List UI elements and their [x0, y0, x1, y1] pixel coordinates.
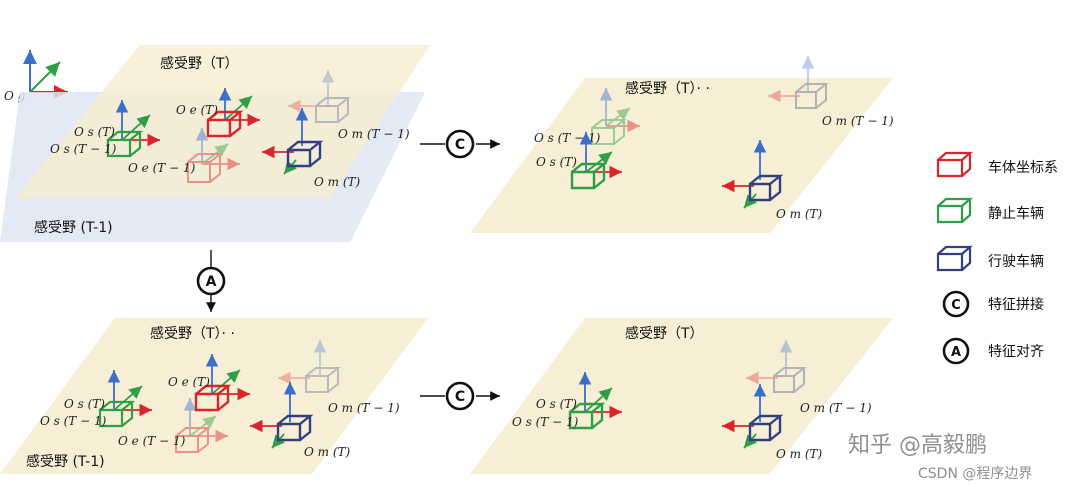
moving-box-t1-aligned	[278, 340, 341, 393]
legend-item-static: 静止车辆	[936, 197, 1044, 224]
os-t1-label-2: O s (T − 1)	[534, 131, 601, 145]
om-t1-label-2: O m (T − 1)	[822, 114, 894, 128]
watermarks: 知乎 @高毅鹏 CSDN @程序边界	[848, 433, 1032, 482]
align-op-icon	[942, 337, 970, 365]
os-t1-label-3: O s (T − 1)	[40, 414, 107, 428]
legend-concat-symbol: C	[951, 298, 961, 313]
om-t1-label-4: O m (T − 1)	[800, 401, 872, 415]
csdn-watermark: CSDN @程序边界	[918, 466, 1032, 482]
align-symbol: A	[206, 274, 217, 290]
os-t-label-2: O s (T)	[536, 155, 577, 169]
ego-box-t1-aligned	[175, 398, 228, 453]
moving-box-t1	[288, 70, 351, 123]
moving-box-t1-final	[746, 340, 807, 393]
plane-t-aligned	[0, 318, 428, 474]
os-t1-label-4: O s (T − 1)	[512, 415, 579, 429]
static-box	[106, 100, 160, 158]
legend-item-ego: 车体坐标系	[936, 151, 1058, 178]
plane-t-label: 感受野（T）	[160, 55, 239, 72]
plane-t	[15, 45, 430, 198]
zhihu-watermark: 知乎 @高毅鹏	[848, 433, 987, 458]
moving-box-t-aligned	[250, 382, 314, 449]
om-t-label-2: O m (T)	[776, 207, 823, 221]
concat-op-icon	[942, 290, 970, 318]
static-box-aligned	[98, 370, 152, 428]
os-t-label-3: O s (T)	[64, 397, 105, 411]
moving-box-t	[262, 108, 324, 175]
plane-t-final	[470, 318, 893, 474]
legend-label-ego: 车体坐标系	[988, 159, 1058, 176]
legend-align-symbol: A	[951, 345, 961, 360]
legend-label-static: 静止车辆	[988, 205, 1044, 222]
legend-item-align: A 特征对齐	[942, 337, 1044, 365]
moving-box-t1-2	[768, 55, 829, 109]
plane-t-final-label: 感受野（T）	[625, 325, 704, 342]
legend-label-align: 特征对齐	[988, 344, 1044, 360]
om-t-label: O m (T)	[314, 175, 361, 189]
concat-symbol: C	[455, 137, 465, 153]
os-t-label: O s (T)	[74, 125, 115, 139]
om-t-label-3: O m (T)	[304, 445, 351, 459]
ego-box-t-aligned	[194, 354, 250, 412]
legend-item-concat: C 特征拼接	[942, 290, 1044, 318]
os-t1-label: O s (T − 1)	[50, 142, 117, 156]
oe-t-label-3: O e (T)	[168, 375, 210, 389]
concat-operator-bottom: C	[420, 381, 500, 411]
plane-t-concat-label: 感受野（T）· ·	[625, 80, 710, 97]
oe-t1-label-3: O e (T − 1)	[118, 434, 186, 448]
oe-t1-label: O e (T − 1)	[128, 161, 196, 175]
legend-label-moving: 行驶车辆	[988, 253, 1044, 270]
legend-label-concat: 特征拼接	[988, 296, 1044, 313]
plane-t1-aligned-label: 感受野 (T-1)	[26, 453, 105, 470]
moving-box-t-final	[722, 384, 784, 449]
plane-t1-label: 感受野 (T-1)	[34, 219, 113, 236]
moving-box-t-2	[722, 140, 784, 209]
legend-item-moving: 行驶车辆	[936, 245, 1044, 272]
concat-symbol-2: C	[455, 389, 465, 405]
static-box-final	[568, 372, 622, 430]
om-t1-label: O m (T − 1)	[338, 127, 410, 141]
ego-box-t	[206, 88, 260, 138]
moving-box-icon	[936, 245, 973, 272]
align-operator: A	[196, 250, 226, 312]
panel-top-right: 感受野（T）· · O s (T − 1) O s (T) O m (T − 1…	[470, 55, 894, 233]
plane-t-concat	[470, 78, 893, 233]
legend: 车体坐标系 静止车辆 行驶车辆 C 特征拼接 A 特征对齐	[936, 151, 1058, 365]
om-t1-label-3: O m (T − 1)	[328, 401, 400, 415]
om-t-label-4: O m (T)	[776, 447, 823, 461]
panel-top-left: 感受野（T） 感受野 (T-1) O e (T − 1) O e (T) O s…	[0, 45, 430, 242]
static-box-t	[570, 132, 622, 190]
concat-operator-top: C	[420, 129, 500, 159]
panel-bottom-right: 感受野（T） O s (T) O s (T − 1) O m (T − 1) O…	[470, 318, 893, 474]
static-box-icon	[936, 197, 973, 224]
os-t-label-4: O s (T)	[536, 397, 577, 411]
ego-box-icon	[936, 151, 973, 178]
oe-t-label: O e (T)	[176, 103, 218, 117]
ego-box-t1	[187, 128, 240, 183]
panel-bottom-left: 感受野（T）· · 感受野 (T-1) O e (T − 1) O e (T) …	[0, 318, 428, 474]
plane-t-aligned-label: 感受野（T）· ·	[150, 325, 235, 342]
